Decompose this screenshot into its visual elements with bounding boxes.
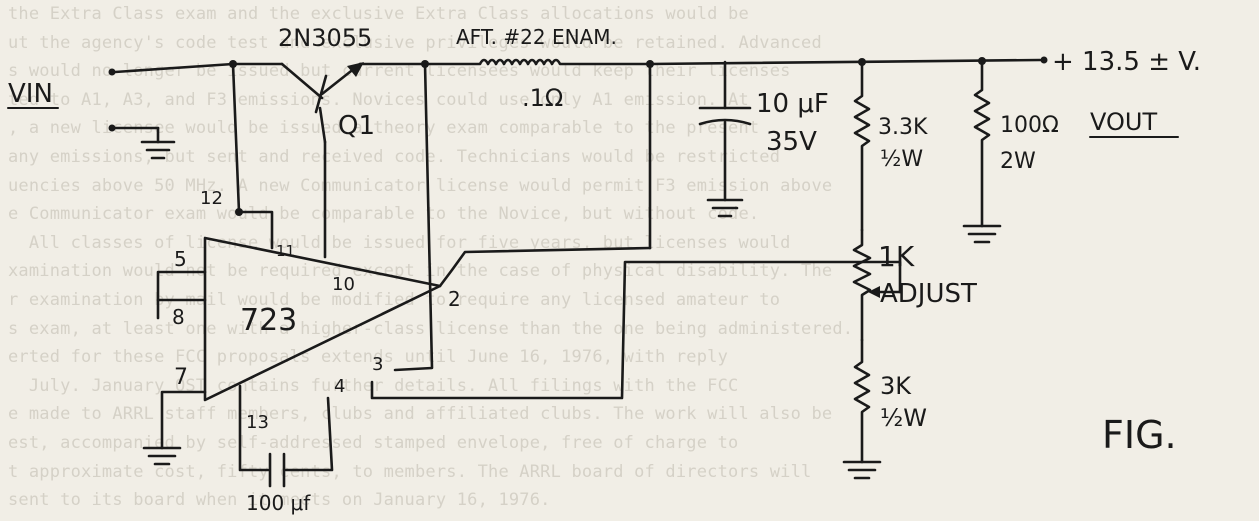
pot-adjust-label: ADJUST (880, 279, 977, 309)
background-text-line: , a new licensee would be issued a theor… (8, 118, 760, 139)
ground-symbol-load (962, 224, 1002, 244)
ic-723-body (203, 236, 442, 402)
pin-2-label: 2 (448, 287, 461, 311)
transistor-type-label: 2N3055 (278, 24, 372, 52)
figure-label: FIG. (1102, 413, 1177, 457)
pin-4-label: 4 (334, 376, 345, 397)
wire-input-to-pin12 (231, 62, 241, 214)
cap-value-label: 10 μF (756, 89, 829, 119)
pin-5-label: 5 (174, 247, 187, 271)
wire-output-to-pin2-b (438, 246, 652, 288)
pin-11-label: 11 (276, 242, 295, 260)
wire-output-bus (648, 58, 1042, 66)
wire-emitter-to-pin3 (393, 62, 434, 372)
cap-voltage-label: 35V (766, 127, 817, 157)
shunt-value-label: .1Ω (522, 84, 563, 112)
pin-7-label: 7 (174, 365, 188, 390)
load-power-label: 2W (1000, 149, 1036, 174)
background-text-line: erted for these FCC proposals extends un… (8, 347, 729, 368)
ground-symbol-input (140, 126, 176, 160)
r2-value-label: 3K (880, 372, 912, 400)
ic-name-label: 723 (240, 303, 297, 338)
r1-power-label: ½W (880, 147, 923, 172)
background-text-line: s would no longer be issued but current … (8, 61, 791, 82)
pin-13-label: 13 (246, 412, 269, 433)
load-resistor-100r (973, 59, 991, 228)
pin-8-label: 8 (172, 305, 185, 329)
background-text-line: ted to A1, A3, and F3 emissions. Novices… (8, 89, 749, 110)
transistor-q1 (231, 62, 364, 259)
background-text-line: All classes of license would be issued f… (8, 232, 791, 253)
pin-12-label: 12 (200, 188, 223, 209)
background-text-line: uencies above 50 MHz. A new Communicator… (8, 175, 833, 196)
vin-terminal-bottom (108, 124, 116, 132)
vin-terminal-top (108, 68, 116, 76)
wire-pin13 (238, 384, 270, 472)
shunt-resistor (423, 58, 652, 66)
load-value-label: 100Ω (1000, 113, 1059, 138)
resistor-3k3 (853, 60, 871, 232)
capacitor-100pf (268, 452, 286, 488)
pot-wiper-head (868, 286, 880, 298)
wire-comp-cap-to-pin4 (284, 396, 334, 472)
ground-symbol-divider (842, 460, 882, 480)
comp-cap-value-label: 100 μf (246, 491, 311, 515)
wire-pin7-ground (160, 390, 207, 450)
background-text-line: e made to ARRL staff members, clubs and … (8, 404, 833, 425)
r2-power-label: ½W (880, 404, 927, 432)
potentiometer-1k (852, 228, 872, 342)
pin-10-label: 10 (332, 274, 355, 295)
background-text-line: e Communicator exam would be comparable … (8, 204, 760, 225)
background-text-line: ut the agency's code test and exclusive … (8, 32, 822, 53)
background-text-line: sent to its board when it meets on Janua… (8, 490, 551, 511)
background-text-line: r examination by mail would be modified … (8, 290, 781, 310)
wire-pin12-pin11 (237, 210, 274, 250)
vin-label: VIN (8, 79, 53, 109)
wire-pin5-pin8 (156, 270, 207, 302)
background-text-line: s exam, at least one with a higher-class… (8, 318, 854, 339)
background-text-line: July. January QST contains further detai… (8, 375, 739, 396)
output-terminal (1040, 56, 1048, 64)
capacitor-10uf (698, 60, 752, 218)
wire-label: AFT. #22 ENAM. (456, 25, 617, 49)
pin-3-label: 3 (372, 354, 383, 375)
wire-wiper-to-pin4 (370, 260, 902, 400)
vout-label: VOUT (1090, 108, 1157, 136)
background-text-line: the Extra Class exam and the exclusive E… (8, 4, 749, 24)
wire-input-positive (113, 62, 235, 74)
background-text-line: t approximate cost, fifty cents, to memb… (8, 461, 812, 482)
pot-value-label: 1K (878, 240, 915, 273)
ground-symbol-ic (142, 446, 182, 466)
output-voltage-label: + 13.5 ± V. (1052, 47, 1201, 77)
transistor-ref-label: Q1 (338, 111, 375, 141)
r1-value-label: 3.3K (878, 115, 928, 140)
background-text-line: xamination would not be required except … (8, 261, 833, 282)
resistor-3k (853, 338, 871, 464)
